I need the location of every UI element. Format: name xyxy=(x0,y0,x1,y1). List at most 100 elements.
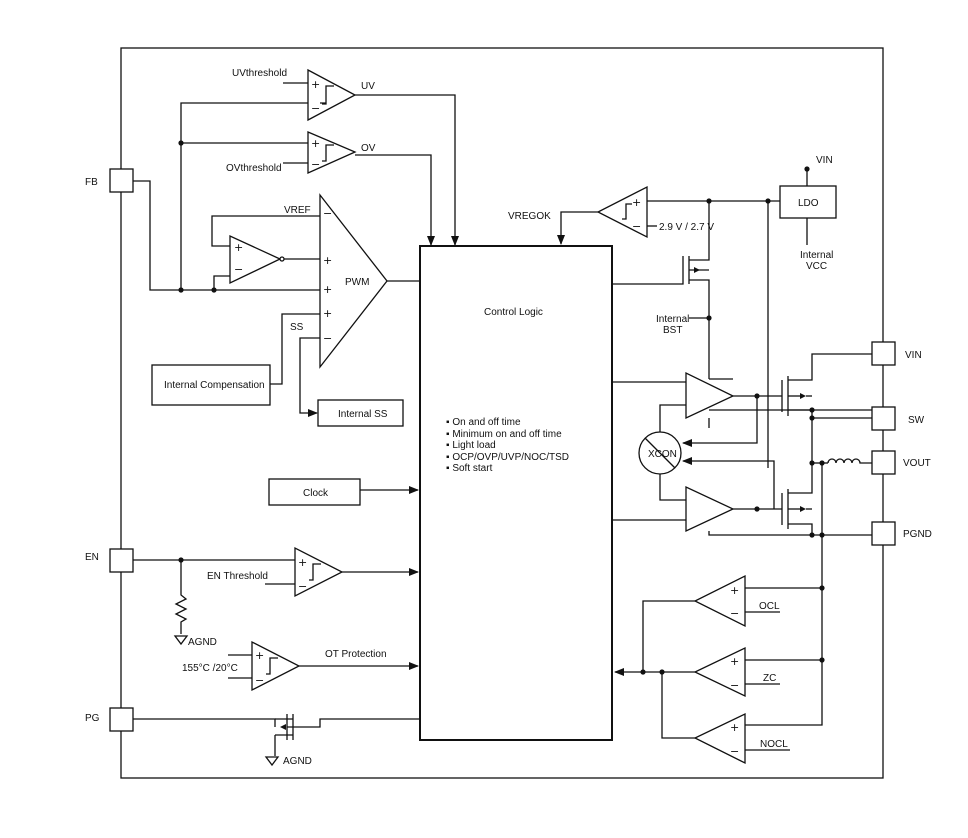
ot-output-label: OT Protection xyxy=(325,649,387,660)
plus-sign: + xyxy=(323,254,332,267)
ot-comparator: + − xyxy=(251,640,301,692)
internal-compensation-block xyxy=(151,364,271,406)
junction xyxy=(279,256,285,262)
en-comparator: + − xyxy=(294,546,344,598)
minus-sign: − xyxy=(323,332,332,345)
pin-pgnd: PGND xyxy=(871,521,932,546)
pin-sw: SW xyxy=(871,406,925,431)
xcon-slash xyxy=(644,437,676,469)
pin-vin-label: VIN xyxy=(905,350,922,361)
low-side-mosfet xyxy=(781,418,813,535)
pin-pgnd-label: PGND xyxy=(903,529,932,540)
feature-bullet: ▪ Minimum on and off time xyxy=(446,429,562,440)
internal-ss-label: Internal SS xyxy=(338,409,388,420)
junction xyxy=(659,669,665,675)
bst-label: Internal xyxy=(656,314,689,325)
plus-sign: + xyxy=(311,137,320,150)
nocl-comparator: + − xyxy=(693,712,746,765)
agnd-symbol xyxy=(264,756,280,767)
clock-block xyxy=(268,478,361,506)
vregok-label: VREGOK xyxy=(508,211,551,222)
junction xyxy=(640,669,646,675)
minus-sign: − xyxy=(730,745,739,758)
high-side-mosfet xyxy=(781,353,872,416)
minus-sign: − xyxy=(311,102,320,115)
ov-output-label: OV xyxy=(361,143,376,154)
nocl-out-wire xyxy=(661,672,695,739)
minus-sign: − xyxy=(730,607,739,620)
plus-sign: + xyxy=(730,655,739,668)
ls-to-xcon-wire xyxy=(682,457,775,509)
sw-pin-wire xyxy=(811,410,872,419)
minus-sign: − xyxy=(255,674,264,687)
junction xyxy=(804,166,810,172)
agnd-symbol xyxy=(173,635,189,646)
ldo-vin-label: VIN xyxy=(816,155,833,166)
buffer-feedback-wire xyxy=(211,215,275,247)
ldo-label: LDO xyxy=(798,198,819,209)
plus-sign: + xyxy=(311,78,320,91)
pwm-comparator: − + + + − PWM xyxy=(319,193,388,369)
plus-sign: + xyxy=(323,283,332,296)
en-pulldown-resistor xyxy=(174,560,188,634)
xcon-ls-wire xyxy=(659,474,686,501)
uv-output-label: UV xyxy=(361,81,375,92)
en-threshold-label: EN Threshold xyxy=(207,571,268,582)
internal-vcc-label: Internal xyxy=(800,250,833,261)
ocl-comparator: + − xyxy=(693,574,746,628)
uv-to-logic-wire xyxy=(355,94,459,246)
pin-pg-label: PG xyxy=(85,713,100,724)
plus-sign: + xyxy=(323,307,332,320)
sense-bus-wire xyxy=(745,463,823,726)
internal-compensation-label: Internal Compensation xyxy=(164,380,265,391)
junction xyxy=(754,393,760,399)
ot-threshold-label: 155°C /20°C xyxy=(182,663,238,674)
comp-to-pwm-wire xyxy=(270,313,320,385)
zc-comparator: + − xyxy=(693,646,746,698)
feature-item: Soft start xyxy=(452,463,492,474)
pin-vin: VIN xyxy=(871,341,922,366)
agnd-label-en: AGND xyxy=(188,637,217,648)
ov-comparator: + − xyxy=(307,131,357,175)
feature-bullet: ▪ OCP/OVP/UVP/NOC/TSD xyxy=(446,452,569,463)
junction xyxy=(754,506,760,512)
junction xyxy=(178,287,184,293)
ov-to-logic-wire xyxy=(355,154,435,246)
pin-en-label: EN xyxy=(85,552,99,563)
pin-fb-label: FB xyxy=(85,177,98,188)
pin-vout: VOUT xyxy=(871,450,931,475)
feature-bullet: ▪ On and off time xyxy=(446,417,521,428)
feature-item: Minimum on and off time xyxy=(452,429,562,440)
plus-sign: + xyxy=(255,649,264,662)
plus-sign: + xyxy=(298,556,307,569)
fb-to-buffer-wire xyxy=(213,275,230,290)
pin-fb: FB xyxy=(85,168,134,193)
fb-to-uv-wire xyxy=(180,102,308,290)
plus-sign: + xyxy=(632,196,641,209)
xcon-hs-wire xyxy=(659,404,686,432)
vregok-to-logic-wire xyxy=(557,211,598,245)
feature-item: Light load xyxy=(452,440,495,451)
ss-label: SS xyxy=(290,322,304,333)
pin-en: EN xyxy=(85,548,134,573)
zc-label: ZC xyxy=(763,673,776,684)
junction xyxy=(211,287,217,293)
xcon-label: XCON xyxy=(648,449,677,460)
agnd-label-pg: AGND xyxy=(283,756,312,767)
feature-item: On and off time xyxy=(452,417,521,428)
hs-to-xcon-wire xyxy=(682,396,758,447)
ov-threshold-label: OVthreshold xyxy=(226,163,282,174)
pgnd-wire xyxy=(708,531,872,536)
ss-wire xyxy=(299,337,320,417)
junction xyxy=(178,140,184,146)
fb-wire xyxy=(133,180,320,291)
pg-wire xyxy=(133,718,276,727)
pin-vout-label: VOUT xyxy=(903,458,931,469)
uv-threshold-label: UVthreshold xyxy=(232,68,287,79)
junction xyxy=(809,532,815,538)
pin-sw-label: SW xyxy=(908,415,925,426)
nocl-label: NOCL xyxy=(760,739,788,750)
feature-bullet: ▪ Soft start xyxy=(446,463,493,474)
vregok-comparator: + − xyxy=(596,185,648,239)
